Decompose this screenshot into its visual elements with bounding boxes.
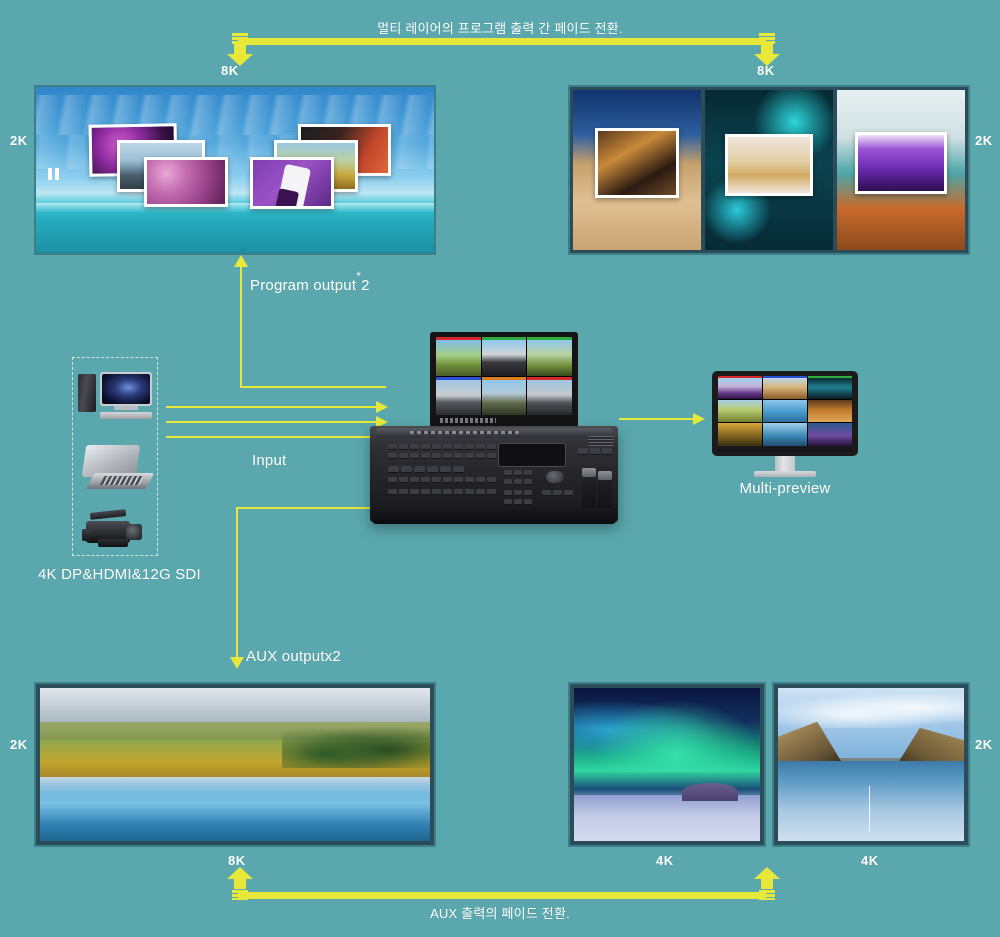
console-joystick	[546, 471, 564, 483]
multi-preview-screen	[718, 376, 852, 446]
program-output-count: 2	[361, 277, 370, 294]
program-output-asterisk: *	[356, 268, 362, 283]
source-device-group	[72, 357, 158, 556]
camcorder-icon	[82, 507, 150, 549]
bottom-left-8k-label: 8K	[228, 853, 246, 868]
bottom-right-2k-label: 2K	[975, 737, 993, 752]
video-switcher-console	[370, 332, 620, 524]
console-tbar-2	[598, 471, 612, 480]
aux-display-right-1	[568, 682, 766, 847]
program-display-left	[34, 85, 436, 255]
multipreview-line	[619, 418, 695, 420]
aux-display-left	[34, 682, 436, 847]
bottom-right-4k-label-1: 4K	[656, 853, 674, 868]
aux-display-right-2	[772, 682, 970, 847]
top-fade-caption: 멀티 레이어의 프로그램 출력 간 페이드 전환.	[377, 21, 623, 36]
top-right-2k-label: 2K	[975, 133, 993, 148]
aux-output-hline	[236, 507, 378, 509]
program-output-label: Program output*2	[250, 269, 370, 294]
laptop-icon	[80, 445, 155, 495]
top-fade-bar	[238, 38, 766, 45]
bottom-fade-caption: AUX 출력의 페이드 전환.	[430, 906, 570, 921]
source-caption: 4K DP&HDMI&12G SDI	[38, 566, 201, 583]
top-left-2k-label: 2K	[10, 133, 28, 148]
multi-preview-monitor	[712, 371, 858, 481]
console-lcd	[498, 443, 566, 467]
input-arrowhead-2	[376, 416, 388, 428]
program-output-hline	[240, 386, 386, 388]
console-body	[370, 426, 618, 522]
multi-preview-label: Multi-preview	[739, 480, 831, 497]
input-line-3	[166, 436, 378, 438]
program-display-right	[568, 85, 970, 255]
aux-output-arrowhead	[230, 657, 244, 669]
input-line-2	[166, 421, 378, 423]
top-fade-arrow-right	[752, 33, 782, 67]
multipreview-arrowhead	[693, 413, 705, 425]
program-output-text: Program output	[250, 277, 357, 294]
bottom-fade-arrow-right	[752, 866, 782, 900]
top-left-8k-label: 8K	[221, 63, 239, 78]
program-output-vline	[240, 265, 242, 388]
program-output-arrowhead	[234, 255, 248, 267]
bottom-left-2k-label: 2K	[10, 737, 28, 752]
input-line-1	[166, 406, 378, 408]
pause-badge	[48, 168, 59, 180]
desktop-computer-icon	[78, 372, 152, 420]
console-monitor	[430, 332, 578, 430]
aux-output-vline	[236, 507, 238, 659]
top-fade-arrow-left	[225, 33, 255, 67]
input-arrowhead-1	[376, 401, 388, 413]
console-tbar-1	[582, 468, 596, 477]
bottom-right-4k-label-2: 4K	[861, 853, 879, 868]
aux-output-label: AUX outputx2	[246, 648, 341, 665]
bottom-fade-bar	[238, 892, 766, 899]
top-right-8k-label: 8K	[757, 63, 775, 78]
bottom-fade-arrow-left	[225, 866, 255, 900]
input-label: Input	[252, 452, 287, 469]
